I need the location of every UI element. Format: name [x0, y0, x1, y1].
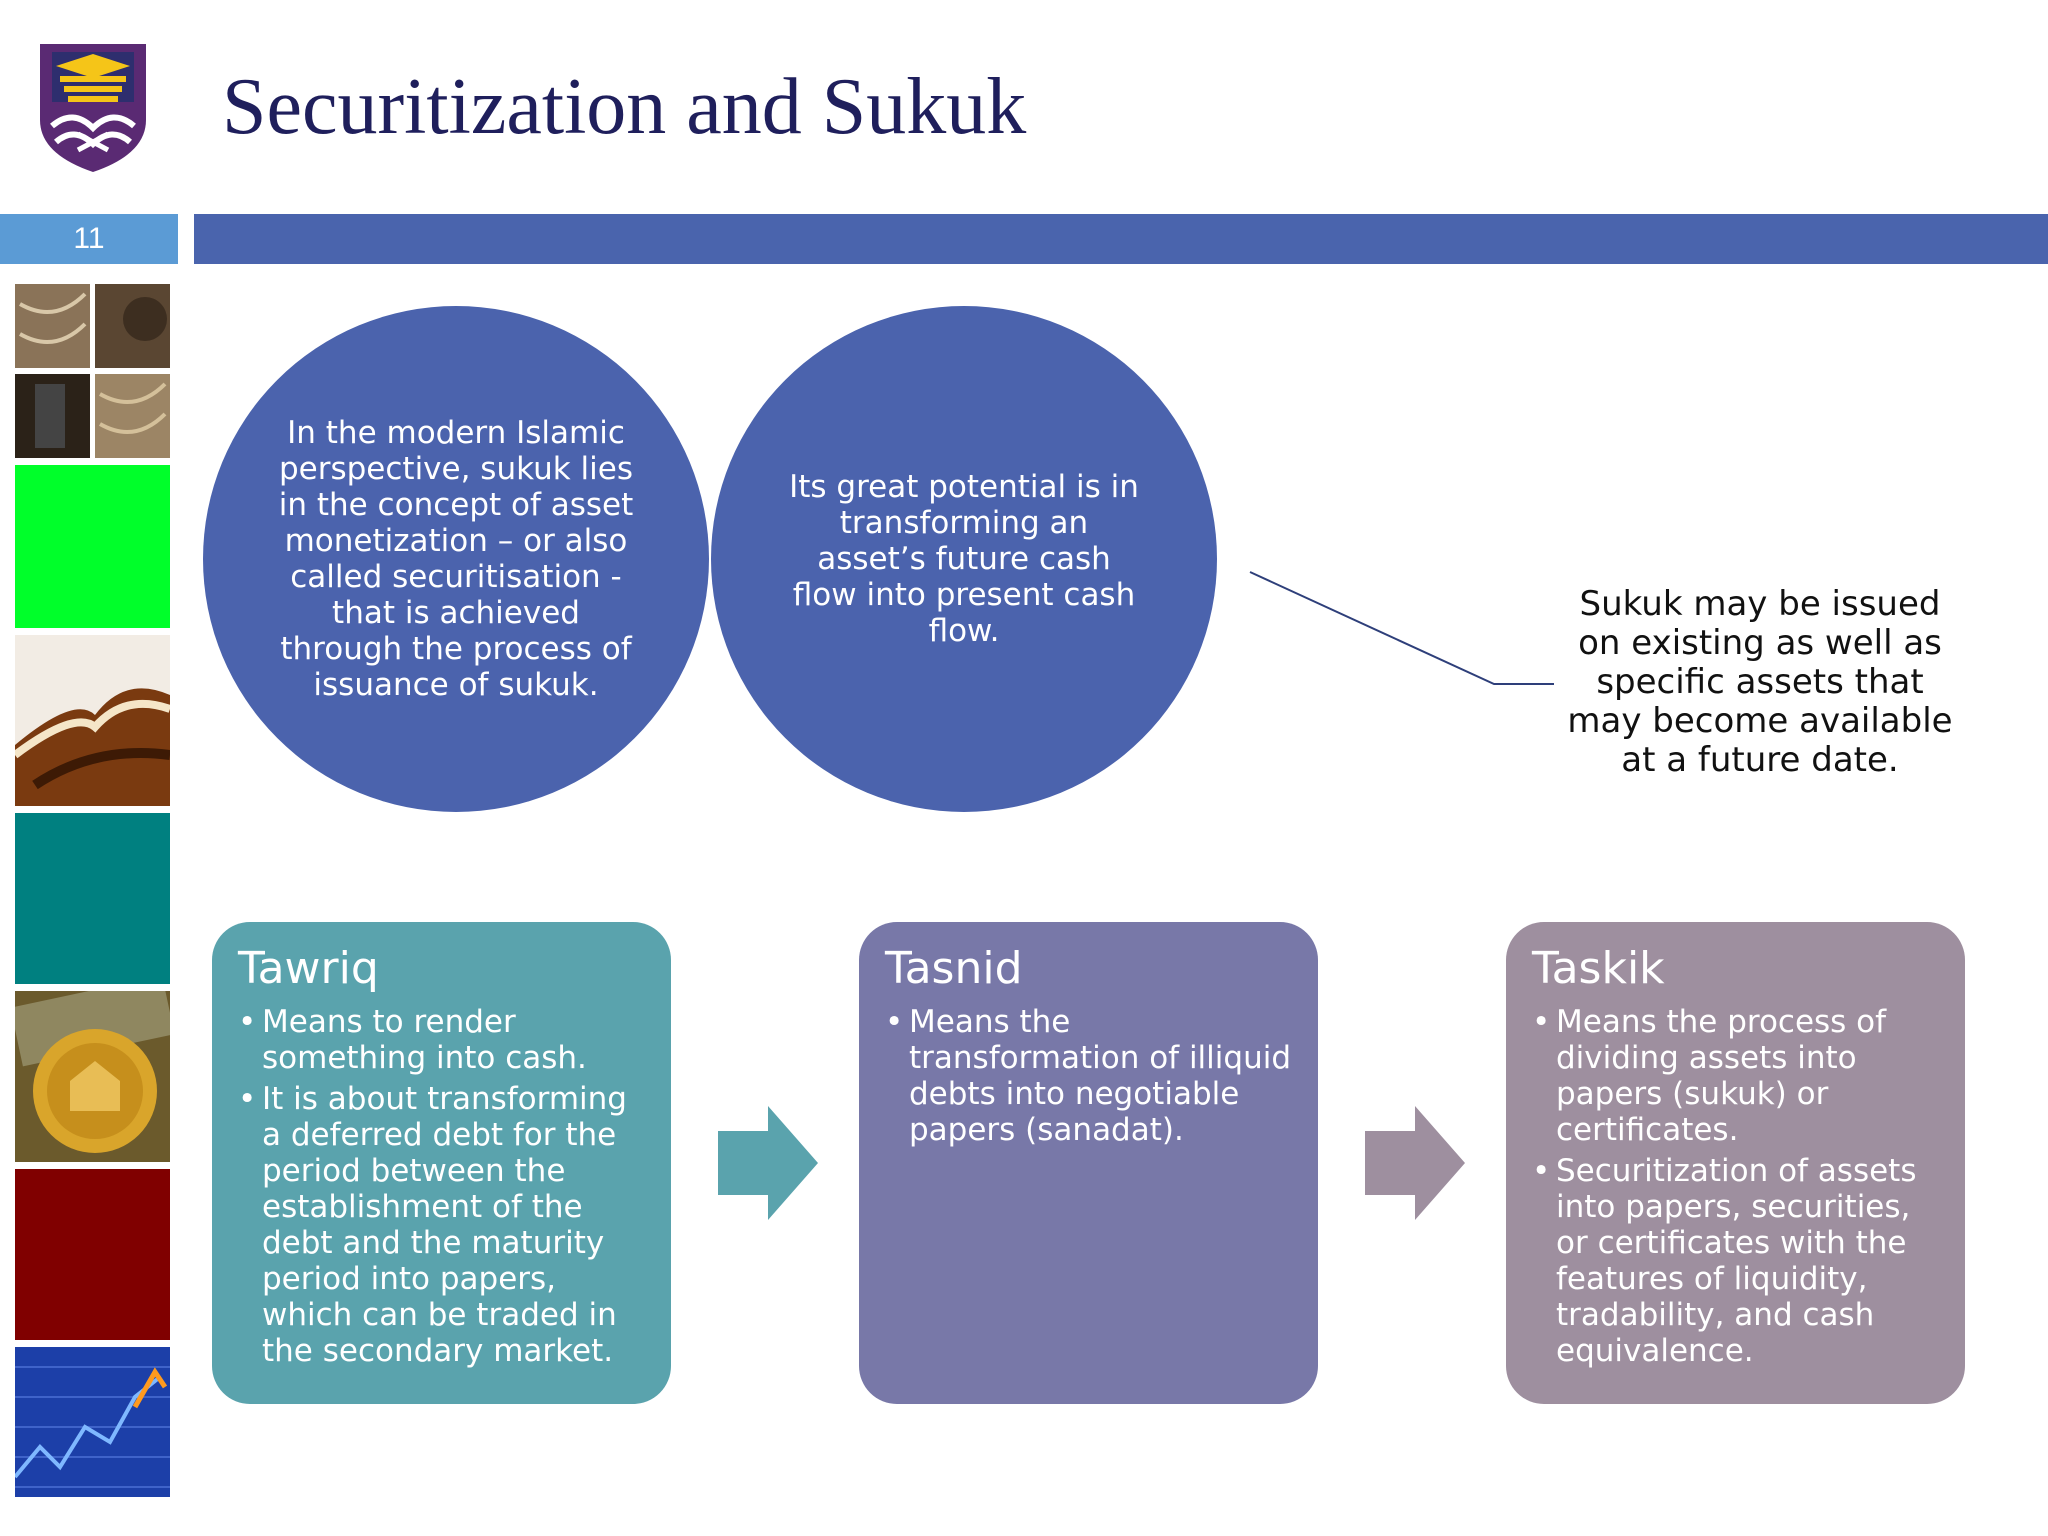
box-title: Taskik [1532, 943, 1665, 994]
tasnid-box: Tasnid Means the transformation of illiq… [859, 922, 1318, 1404]
teal-tile [15, 813, 170, 984]
side-image-strip [15, 284, 170, 1504]
university-logo [38, 42, 148, 174]
bullet-item: Means the transformation of illiquid deb… [885, 1004, 1294, 1148]
green-tile [15, 465, 170, 628]
right-arrow-icon [718, 1106, 818, 1220]
header-bar [194, 214, 2048, 264]
circle-text: In the modern Islamic perspective, sukuk… [278, 415, 634, 703]
taskik-box: Taskik Means the process of dividing ass… [1506, 922, 1965, 1404]
box-title: Tasnid [885, 943, 1023, 994]
bullet-item: Means to render something into cash. [238, 1004, 647, 1076]
box-title: Tawriq [238, 943, 379, 994]
slide-title: Securitization and Sukuk [222, 63, 1027, 151]
bullet-item: It is about transforming a deferred debt… [238, 1081, 647, 1369]
page-number-box: 11 [0, 214, 178, 264]
callout-text: Sukuk may be issued on existing as well … [1567, 584, 1953, 780]
tawriq-box: Tawriq Means to render something into ca… [212, 922, 671, 1404]
maroon-tile [15, 1169, 170, 1340]
circle-text: Its great potential is in transforming a… [789, 469, 1139, 649]
bullet-list: Means to render something into cash. It … [238, 1004, 647, 1369]
bullet-list: Means the transformation of illiquid deb… [885, 1004, 1294, 1148]
right-arrow-icon [1365, 1106, 1465, 1220]
page-number: 11 [73, 222, 105, 255]
callout-connector-line [1249, 571, 1554, 685]
coin-photo-tile [15, 991, 170, 1162]
concept-circle-asset-monetization: In the modern Islamic perspective, sukuk… [203, 306, 709, 812]
bullet-item: Securitization of assets into papers, se… [1532, 1153, 1941, 1369]
book-photo-tile [15, 635, 170, 806]
bullet-item: Means the process of dividing assets int… [1532, 1004, 1941, 1148]
concept-circle-cash-flow: Its great potential is in transforming a… [711, 306, 1217, 812]
rope-photo-tile [15, 284, 170, 458]
stock-chart-tile [15, 1347, 170, 1497]
bullet-list: Means the process of dividing assets int… [1532, 1004, 1941, 1369]
